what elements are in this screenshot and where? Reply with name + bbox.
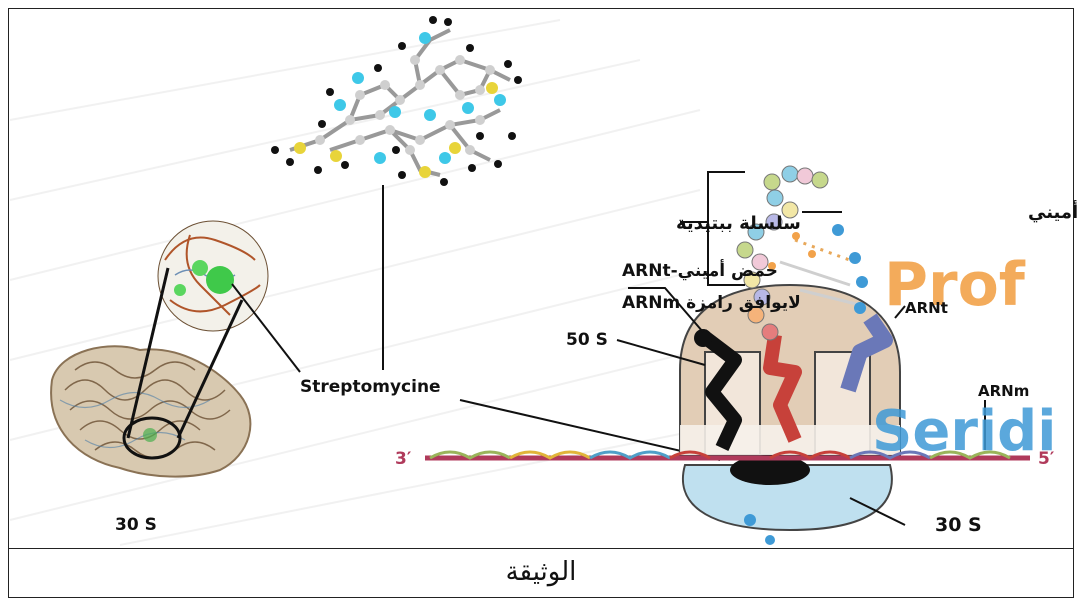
anticodon-label: لايوافق رامزة ARNm [622, 293, 801, 313]
arnm-label: ARNm [978, 382, 1029, 400]
trna-amino-label: حمض أميني-ARNt [622, 259, 778, 281]
streptomycin-molecule [271, 16, 522, 186]
right-30s-label: 30 S [935, 514, 982, 536]
caption-bar: الوثيقة [8, 548, 1074, 598]
mrna-5-end-label: 5′ [1038, 449, 1055, 469]
mrna-3-end-label: 3′ [395, 449, 412, 469]
peptide-chain-label: سلسلة ببتيدية [676, 213, 801, 234]
arnt-label: ARNt [905, 299, 948, 317]
amino-acid-label: حمض أميني [1028, 200, 1084, 223]
large-subunit-label: 50 S [566, 330, 608, 350]
left-30s-label: 30 S [115, 515, 157, 535]
watermark-seridi: Seridi [872, 399, 1056, 464]
left-30s-structure [51, 346, 250, 476]
document-caption: الوثيقة [8, 557, 1074, 587]
binding-site-zoom [158, 221, 268, 331]
streptomycine-label: Streptomycine [300, 377, 441, 397]
